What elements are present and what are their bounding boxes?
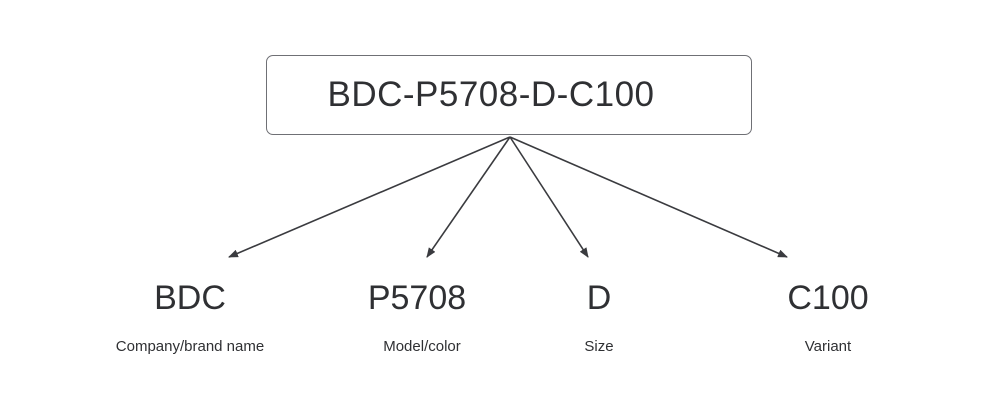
arrow-to-model bbox=[426, 136, 511, 258]
product-code-box: BDC-P5708-D-C100 bbox=[266, 55, 752, 135]
arrow-to-brand bbox=[228, 136, 511, 258]
segment-model-value: P5708 bbox=[367, 279, 467, 317]
arrow-to-variant bbox=[509, 136, 788, 258]
segment-model-label: Model/color bbox=[383, 338, 461, 355]
product-code: BDC-P5708-D-C100 bbox=[327, 75, 655, 114]
arrow-to-size bbox=[509, 136, 589, 258]
segment-size-value: D bbox=[586, 279, 612, 317]
segment-brand-label: Company/brand name bbox=[115, 338, 265, 355]
segment-variant-label: Variant bbox=[804, 338, 852, 355]
segment-variant-value: C100 bbox=[787, 279, 869, 317]
segment-brand-value: BDC bbox=[154, 279, 226, 317]
segment-size-label: Size bbox=[584, 338, 614, 355]
